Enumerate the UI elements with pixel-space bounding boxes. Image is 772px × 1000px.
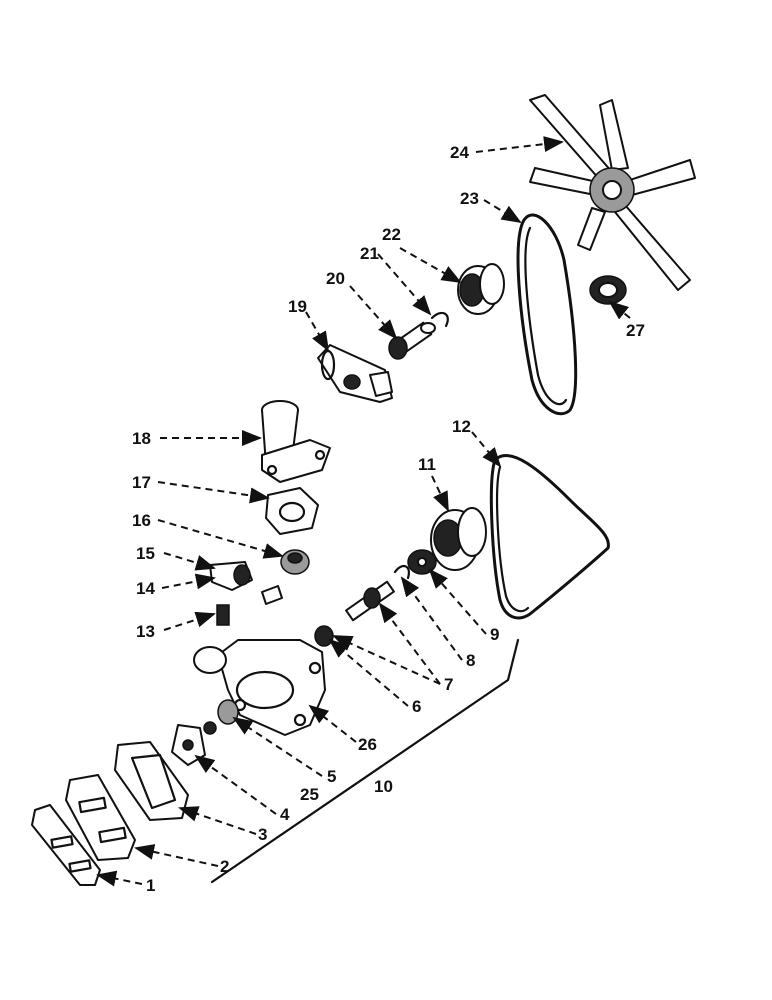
callout-26: 26 [358,735,377,754]
pump-belt-part [489,454,610,620]
plate-part-2 [65,774,136,861]
callout-labels: 1 2 3 4 5 6 7 8 9 10 11 12 13 14 15 16 1… [132,143,645,895]
callout-5: 5 [327,767,336,786]
callout-18: 18 [132,429,151,448]
impeller-part-4 [171,724,206,766]
callout-6: 6 [412,697,421,716]
gasket-part-1 [31,804,101,886]
callout-12: 12 [452,417,471,436]
callout-15: 15 [136,544,155,563]
callout-19: 19 [288,297,307,316]
pump-pulley-part [430,507,487,571]
callout-20: 20 [326,269,345,288]
hub-part-9 [407,549,437,575]
thermostat-part-16 [280,549,310,575]
shaft-bearing-part [345,580,395,622]
bushing-part-5 [217,699,239,725]
leader-lines [96,136,631,887]
callout-1: 1 [146,876,155,895]
callout-4: 4 [280,805,290,824]
water-pump-body-part [193,639,326,736]
callout-9: 9 [490,625,499,644]
callout-14: 14 [136,579,155,598]
elbow-fitting-part [209,561,283,605]
water-outlet-part-18 [261,400,331,483]
assembly-bracket-10 [210,638,520,884]
callout-23: 23 [460,189,479,208]
callout-7: 7 [444,675,453,694]
fan-part [529,94,696,291]
callout-2: 2 [220,857,229,876]
callout-22: 22 [382,225,401,244]
callout-21: 21 [360,244,379,263]
gasket-part-17 [265,487,319,535]
callout-10: 10 [374,777,393,796]
snap-ring-part-8 [393,564,410,580]
callout-25: 25 [300,785,319,804]
seal-part-25 [203,721,217,735]
callout-24: 24 [450,143,469,162]
bracket-part-19 [317,344,393,403]
callout-17: 17 [132,473,151,492]
callout-8: 8 [466,651,475,670]
pulley-part-22 [457,263,505,315]
snap-ring-part-21 [430,311,449,328]
callout-16: 16 [132,511,151,530]
callout-13: 13 [136,622,155,641]
seal-part-6 [314,625,334,647]
plug-part-13 [216,604,230,626]
callout-27: 27 [626,321,645,340]
hub-part-27 [589,275,627,305]
callout-11: 11 [418,455,436,474]
shaft-part-20 [388,321,436,360]
fan-belt-part [516,213,578,416]
callout-3: 3 [258,825,267,844]
